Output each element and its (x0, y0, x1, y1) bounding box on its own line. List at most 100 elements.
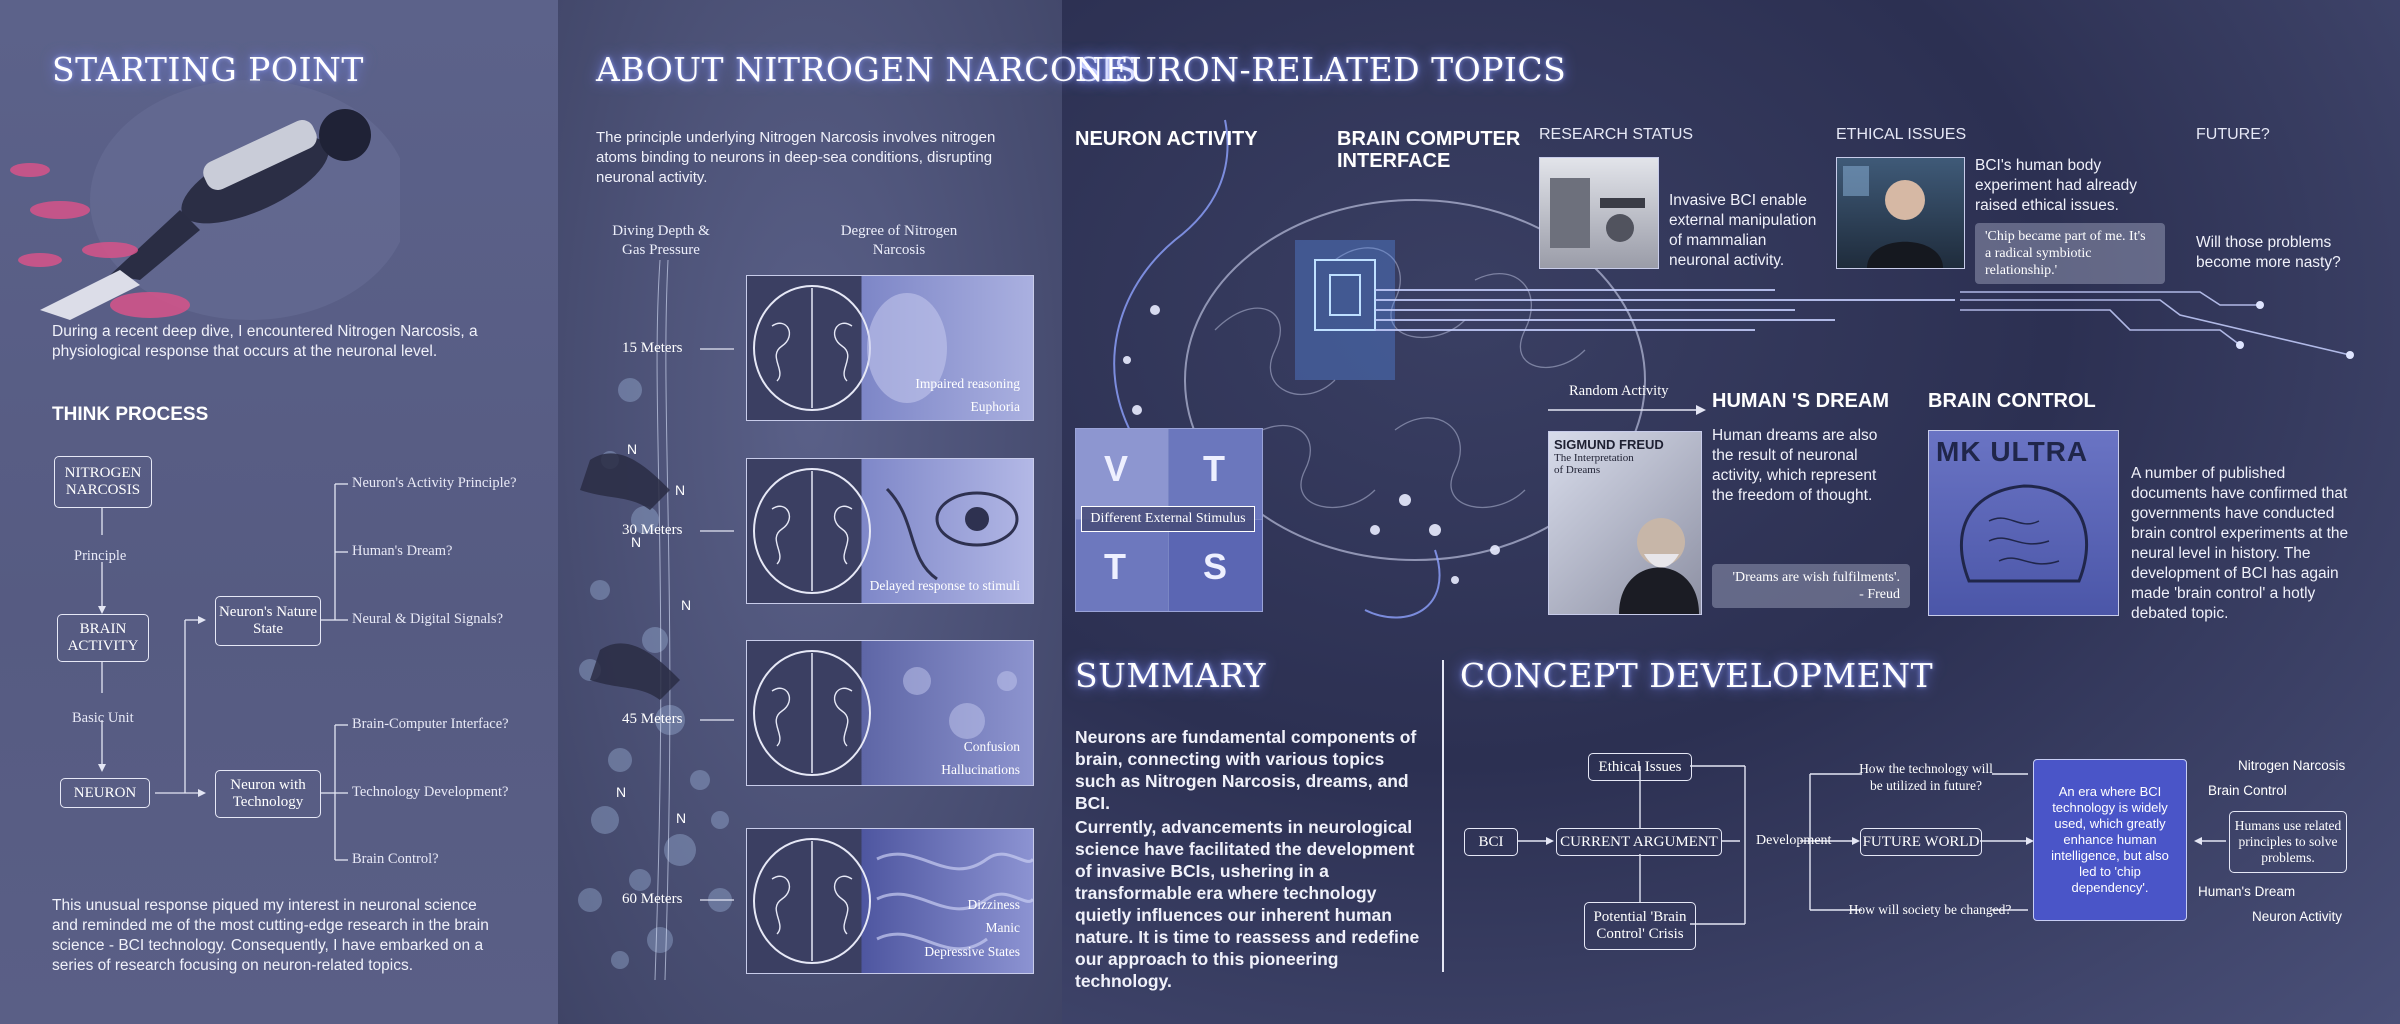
brain-image-15m (746, 275, 1034, 421)
question-neural-digital: Neural & Digital Signals? (352, 611, 504, 627)
think-process-title: THINK PROCESS (52, 404, 209, 425)
concept-title: CONCEPT DEVELOPMENT (1460, 656, 1934, 695)
n-atom-1: N (627, 441, 638, 457)
tag-neuron-activity: Neuron Activity (2252, 909, 2343, 924)
n-atom-3: N (631, 534, 642, 550)
mk-ultra-label: MK ULTRA (1936, 436, 2089, 467)
brain-image-45m (746, 640, 1034, 786)
node-nitrogen-narcosis: NITROGEN NARCOSIS (54, 456, 152, 508)
bci-title: BRAIN COMPUTER INTERFACE (1337, 128, 1521, 172)
summary-title: SUMMARY (1075, 656, 1266, 695)
future-title: FUTURE? (2196, 126, 2270, 143)
effect-15-2: Euphoria (970, 399, 1021, 414)
depth-45: 45 Meters (622, 711, 683, 727)
stimulus-letter-v: V (1104, 448, 1129, 489)
depth-15: 15 Meters (622, 340, 683, 356)
node-neuron: NEURON (60, 778, 150, 808)
question-tech-development: Technology Development? (352, 784, 509, 800)
starting-intro: During a recent deep dive, I encountered… (52, 323, 478, 360)
concept-ethical-issues: Ethical Issues (1588, 753, 1692, 781)
n-atom-2: N (675, 482, 686, 498)
concept-bci: BCI (1464, 828, 1518, 856)
stimulus-label: Different External Stimulus (1081, 506, 1255, 532)
research-status-title: RESEARCH STATUS (1539, 126, 1694, 143)
concept-connectors (1518, 765, 2226, 925)
concept-current-argument: CURRENT ARGUMENT (1556, 828, 1722, 856)
effect-60-1: Dizziness (967, 897, 1020, 912)
narcosis-title: ABOUT NITROGEN NARCOSIS (596, 50, 1138, 89)
think-process-connectors (98, 483, 348, 861)
concept-era-box: An era where BCI technology is widely us… (2033, 759, 2187, 921)
section-divider (1442, 660, 1444, 972)
future-text: Will those problems become more nasty? (2196, 234, 2341, 271)
ethical-quote: 'Chip became part of me. It's a radical … (1975, 223, 2165, 284)
node-nature-state: Neuron's Nature State (215, 596, 321, 646)
research-lab-image (1539, 157, 1659, 269)
effect-60-2: Manic (985, 920, 1021, 935)
effect-45-2: Hallucinations (941, 762, 1020, 777)
label-basic-unit: Basic Unit (72, 710, 134, 726)
depth-ticks (700, 348, 734, 901)
book-title: The Interpretation of Dreams (1554, 452, 1634, 476)
concept-development-label: Development (1756, 833, 1832, 848)
circuit-lines (1960, 291, 2354, 359)
label-principle: Principle (74, 548, 127, 564)
question-brain-control: Brain Control? (352, 851, 439, 867)
concept-question-bottom: How will society be changed? (1848, 902, 2012, 917)
col-depth-header: Diving Depth & Gas Pressure (612, 223, 710, 258)
tag-nitrogen-narcosis: Nitrogen Narcosis (2238, 758, 2346, 773)
tag-human-dream: Human's Dream (2198, 884, 2296, 899)
stimulus-letter-t1: T (1203, 448, 1225, 489)
random-activity-label: Random Activity (1569, 383, 1669, 399)
node-brain-activity: BRAIN ACTIVITY (57, 614, 149, 662)
question-human-dream: Human's Dream? (352, 543, 453, 559)
stimulus-letter-s: S (1203, 546, 1228, 587)
effect-45-1: Confusion (963, 739, 1020, 754)
concept-humans-box: Humans use related principles to solve p… (2229, 811, 2347, 873)
brain-control-text: A number of published documents have con… (2131, 465, 2349, 622)
brain-image-60m (746, 828, 1034, 974)
brain-image-30m (746, 458, 1034, 604)
ethical-issues-title: ETHICAL ISSUES (1836, 126, 1967, 143)
depth-30: 30 Meters (622, 522, 683, 538)
dream-title: HUMAN 'S DREAM (1712, 390, 1889, 412)
freud-book-image (1548, 431, 1702, 615)
node-neuron-technology: Neuron with Technology (215, 770, 321, 818)
effect-60-3: Depressive States (924, 944, 1020, 959)
stimulus-letter-t2: T (1104, 546, 1126, 587)
narcosis-intro: The principle underlying Nitrogen Narcos… (596, 129, 996, 186)
summary-paragraph-1: Neurons are fundamental components of br… (1075, 727, 1417, 813)
n-atom-4: N (681, 597, 692, 613)
brain-illustration (1113, 119, 1955, 619)
neuron-activity-title: NEURON ACTIVITY (1075, 128, 1258, 150)
research-status-text: Invasive BCI enable external manipulatio… (1669, 192, 1817, 269)
bubble-column (578, 260, 732, 980)
summary-paragraph-2: Currently, advancements in neurological … (1075, 817, 1420, 991)
n-atom-5: N (616, 784, 627, 800)
dream-text: Human dreams are also the result of neur… (1712, 427, 1878, 504)
question-bci: Brain-Computer Interface? (352, 716, 509, 732)
question-activity-principle: Neuron's Activity Principle? (352, 475, 517, 491)
book-author: SIGMUND FREUD (1554, 437, 1664, 452)
dream-author: - Freud (1859, 587, 1900, 602)
starting-outro: This unusual response piqued my interest… (52, 897, 489, 974)
ethical-issues-text: BCI's human body experiment had already … (1975, 157, 2137, 214)
ethical-person-image (1836, 157, 1965, 269)
random-activity-arrow (1548, 405, 1706, 415)
concept-future-world: FUTURE WORLD (1860, 828, 1982, 856)
dream-quote: 'Dreams are wish fulfilments'. (1732, 570, 1900, 585)
topics-title: NEURON-RELATED TOPICS (1075, 50, 1567, 89)
effect-15-1: Impaired reasoning (915, 376, 1020, 391)
concept-question-top: How the technology will be utilized in f… (1859, 761, 1993, 793)
mk-ultra-image (1928, 430, 2119, 616)
concept-crisis: Potential 'Brain Control' Crisis (1584, 902, 1696, 950)
effect-30-1: Delayed response to stimuli (869, 578, 1020, 593)
depth-60: 60 Meters (622, 891, 683, 907)
dream-quote-box: 'Dreams are wish fulfilments'. - Freud (1712, 564, 1910, 608)
diver-illustration (10, 80, 400, 320)
tag-brain-control: Brain Control (2208, 783, 2287, 798)
starting-point-title: STARTING POINT (52, 50, 364, 89)
brain-control-title: BRAIN CONTROL (1928, 390, 2096, 412)
n-atom-6: N (676, 810, 687, 826)
col-narcosis-header: Degree of Nitrogen Narcosis (840, 223, 958, 258)
